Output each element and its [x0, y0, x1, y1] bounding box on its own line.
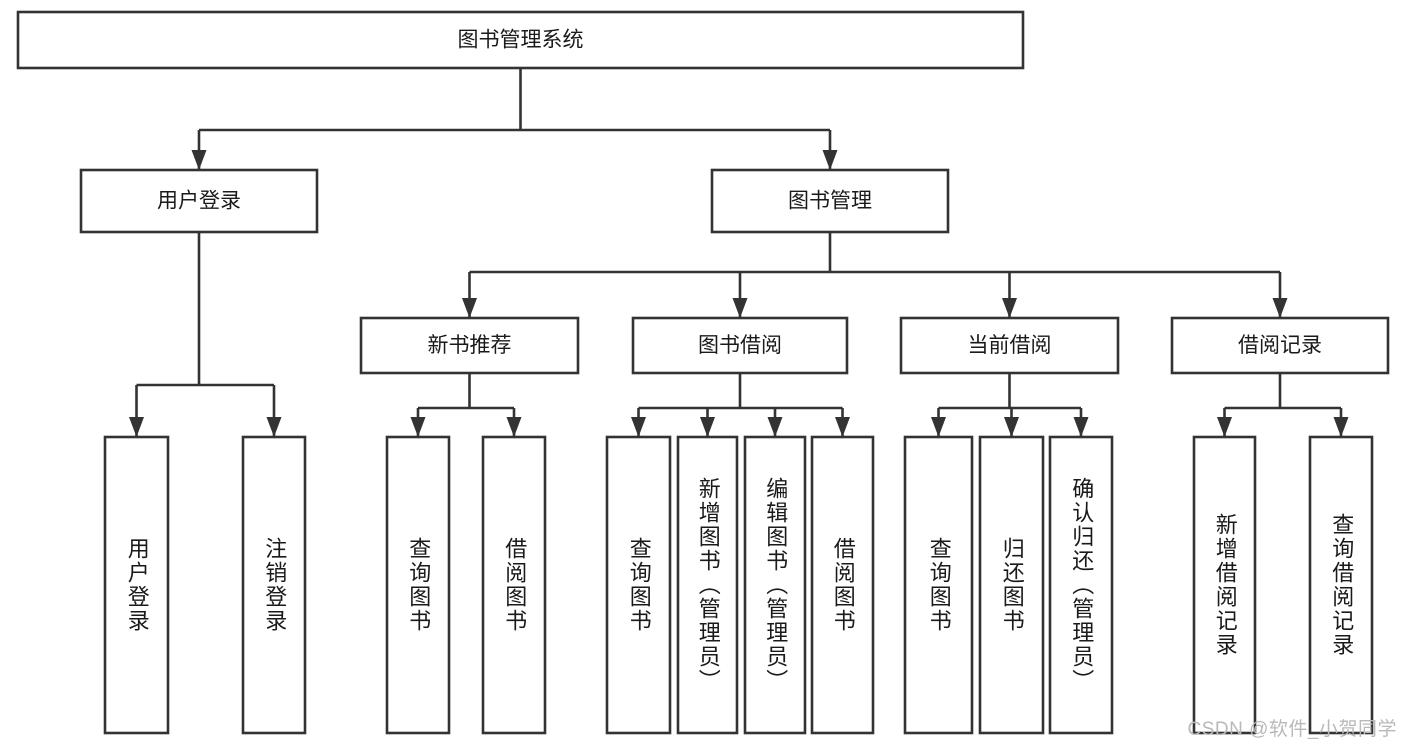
node-box-leaf-1[interactable]	[241, 435, 307, 735]
arrow-head-book-mgmt-3	[1272, 298, 1288, 318]
arrow-head-l3-0-1	[506, 417, 522, 437]
arrow-head-l3-3-1	[1333, 417, 1349, 437]
arrow-head-book-mgmt-0	[462, 298, 477, 318]
node-box-level2-1[interactable]	[710, 168, 950, 234]
arrow-head-l3-1-2	[767, 417, 783, 437]
node-box-level3-1[interactable]	[631, 316, 849, 375]
arrow-head-l3-1-1	[700, 417, 715, 437]
node-label-level3-2: 当前借阅	[968, 334, 1052, 357]
node-box-level3-2[interactable]	[899, 316, 1120, 375]
arrow-head-l3-3-0	[1217, 417, 1232, 437]
arrow-head-l3-2-0	[931, 417, 946, 437]
node-label-level3-0: 新书推荐	[428, 334, 512, 357]
node-box-leaf-10[interactable]	[1048, 435, 1114, 735]
arrow-head-l3-2-1	[1004, 417, 1019, 437]
node-box-root-0[interactable]	[16, 10, 1025, 70]
csdn-watermark: CSDN @软件_小贺同学	[1187, 719, 1397, 740]
node-label-level2-0: 用户登录	[157, 190, 241, 213]
box-layer	[16, 10, 1390, 735]
arrow-head-user-login-0	[129, 417, 144, 437]
node-box-level3-3[interactable]	[1170, 316, 1390, 375]
arrow-head-l3-2-2	[1073, 417, 1089, 437]
node-box-leaf-3[interactable]	[481, 435, 547, 735]
arrow-head-l3-0-0	[410, 417, 426, 437]
arrow-head-l3-1-3	[835, 417, 850, 437]
node-box-leaf-11[interactable]	[1192, 435, 1257, 735]
node-label-level2-1: 图书管理	[788, 190, 872, 213]
arrow-head-user-login-1	[266, 417, 282, 437]
arrow-head-l3-1-0	[631, 417, 646, 437]
node-label-root-0: 图书管理系统	[458, 29, 584, 52]
node-label-level3-3: 借阅记录	[1238, 334, 1322, 357]
connector-layer	[129, 68, 1349, 437]
arrow-head-book-mgmt-1	[732, 298, 748, 318]
node-box-leaf-7[interactable]	[810, 435, 875, 735]
node-box-level3-0[interactable]	[359, 316, 580, 375]
arrow-head-root-1	[822, 150, 838, 170]
node-box-leaf-2[interactable]	[385, 435, 451, 735]
node-box-leaf-9[interactable]	[978, 435, 1045, 735]
node-box-leaf-4[interactable]	[605, 435, 672, 735]
node-box-leaf-5[interactable]	[676, 435, 739, 735]
arrow-head-book-mgmt-2	[1002, 298, 1017, 318]
node-label-level3-1: 图书借阅	[698, 334, 782, 357]
node-box-leaf-12[interactable]	[1308, 435, 1374, 735]
node-box-level2-0[interactable]	[79, 168, 319, 234]
node-box-leaf-8[interactable]	[903, 435, 974, 735]
node-box-leaf-6[interactable]	[743, 435, 807, 735]
node-box-leaf-0[interactable]	[103, 435, 170, 735]
arrow-head-root-0	[191, 150, 207, 170]
